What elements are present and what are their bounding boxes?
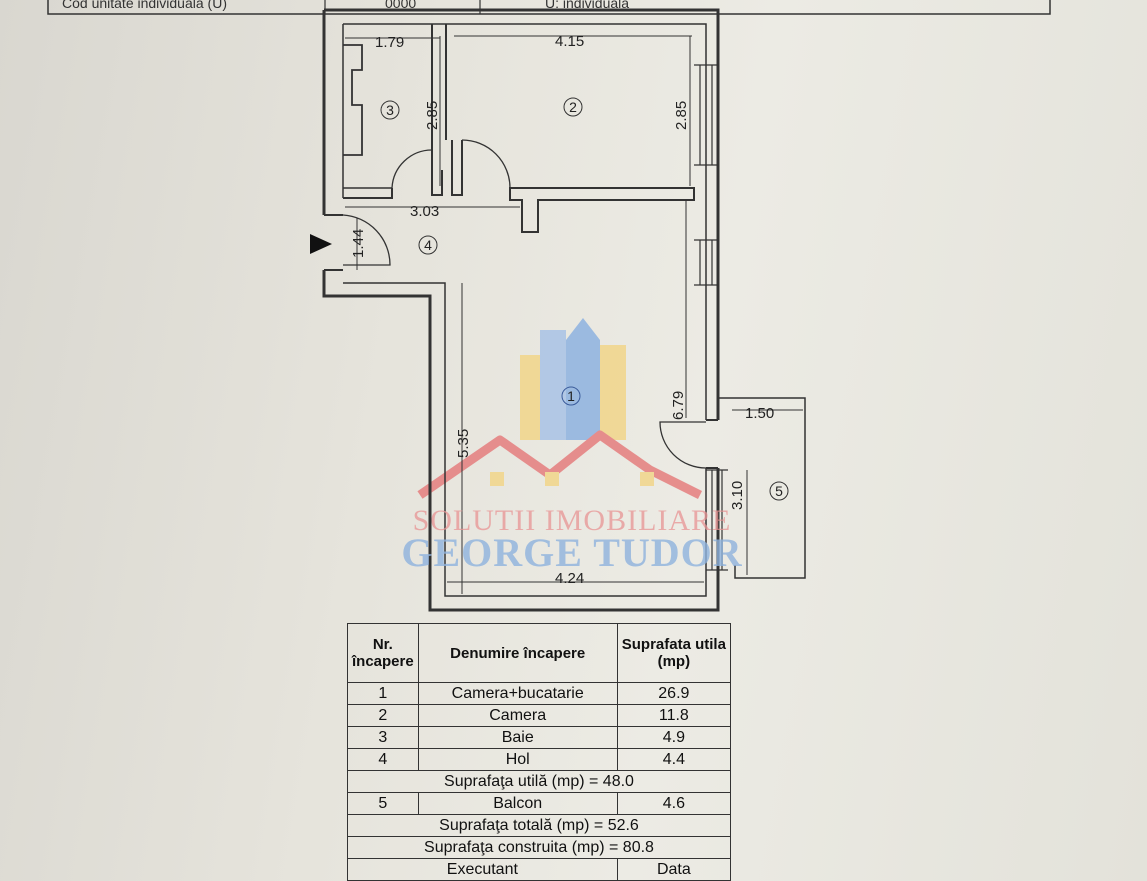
dim-2-85-left: 2.85 [424, 101, 441, 130]
header-cell-2: 0000 [385, 0, 416, 11]
svg-text:4: 4 [424, 237, 432, 253]
built-area: Suprafaţa construita (mp) = 80.8 [347, 836, 731, 859]
table-row: 1 Camera+bucatarie 26.9 [347, 682, 732, 705]
row-name: Camera+bucatarie [417, 682, 618, 705]
total-row: Suprafaţa totală (mp) = 52.6 [347, 814, 731, 837]
header-name: Denumire încapere [417, 623, 618, 683]
room-area-table: Nr. încapere Denumire încapere Suprafata… [347, 623, 732, 881]
row-area: 11.8 [616, 704, 732, 727]
row-nr: 3 [347, 726, 419, 749]
dim-1-50: 1.50 [745, 405, 774, 422]
dim-1-44: 1.44 [350, 229, 367, 258]
header-nr: Nr. încapere [347, 623, 419, 683]
dim-1-79: 1.79 [375, 34, 404, 51]
header-cell-1: Cod unitate individuala (U) [62, 0, 227, 11]
table-row: 2 Camera 11.8 [347, 704, 732, 727]
row-name: Balcon [417, 792, 618, 815]
walls [322, 8, 806, 612]
door-swings [342, 139, 707, 469]
room-marker-4: 4 [418, 235, 438, 255]
total-area: Suprafaţa totală (mp) = 52.6 [347, 814, 731, 837]
watermark-line-2: GEORGE TUDOR [401, 530, 742, 575]
footer-row: Executant Data [347, 858, 732, 881]
entrance-arrow-icon [310, 234, 332, 254]
row-name: Camera [417, 704, 618, 727]
table-header-row: Nr. încapere Denumire încapere Suprafata… [347, 623, 732, 683]
room-marker-5: 5 [769, 481, 789, 501]
svg-text:1: 1 [567, 388, 575, 404]
watermark-logo [417, 318, 703, 500]
logo-tower-4 [600, 345, 626, 440]
row-name: Baie [417, 726, 618, 749]
room-markers: 1 2 3 4 5 [380, 97, 789, 501]
footer-executant: Executant [347, 858, 618, 881]
dim-5-35: 5.35 [455, 429, 472, 458]
row-nr: 5 [347, 792, 419, 815]
header-cell-3: U: individuala [545, 0, 629, 11]
table-row: 3 Baie 4.9 [347, 726, 732, 749]
row-area: 26.9 [616, 682, 732, 705]
dim-6-79: 6.79 [670, 391, 687, 420]
header-area: Suprafata utila (mp) [616, 623, 732, 683]
util-total: Suprafaţa utilă (mp) = 48.0 [347, 770, 731, 793]
logo-roof [417, 430, 703, 500]
svg-text:3: 3 [386, 102, 394, 118]
dim-3-10: 3.10 [729, 481, 746, 510]
room-marker-1: 1 [561, 386, 581, 406]
document-header: Cod unitate individuala (U) 0000 U: indi… [47, 0, 1051, 15]
table-row: 4 Hol 4.4 [347, 748, 732, 771]
row-area: 4.4 [616, 748, 732, 771]
logo-tower-2 [540, 330, 566, 440]
dim-3-03: 3.03 [410, 203, 439, 220]
row-nr: 4 [347, 748, 419, 771]
util-total-row: Suprafaţa utilă (mp) = 48.0 [347, 770, 731, 793]
table-row: 5 Balcon 4.6 [347, 792, 732, 815]
dim-4-15: 4.15 [555, 33, 584, 50]
svg-text:2: 2 [569, 99, 577, 115]
room-marker-2: 2 [563, 97, 583, 117]
row-nr: 2 [347, 704, 419, 727]
dimension-labels: 1.79 4.15 2.85 2.85 3.03 1.44 5.35 6.79 … [350, 33, 774, 587]
dim-2-85-right: 2.85 [673, 101, 690, 130]
logo-tower-1 [520, 355, 542, 440]
built-row: Suprafaţa construita (mp) = 80.8 [347, 836, 731, 859]
logo-tower-3 [566, 318, 600, 440]
room-marker-3: 3 [380, 100, 400, 120]
watermark-line-1: SOLUTII IMOBILIARE [413, 504, 732, 537]
dim-4-24: 4.24 [555, 570, 584, 587]
row-area: 4.6 [616, 792, 732, 815]
row-area: 4.9 [616, 726, 732, 749]
footer-data: Data [616, 858, 732, 881]
row-name: Hol [417, 748, 618, 771]
row-nr: 1 [347, 682, 419, 705]
dimension-lines [345, 35, 803, 594]
svg-text:5: 5 [775, 483, 783, 499]
